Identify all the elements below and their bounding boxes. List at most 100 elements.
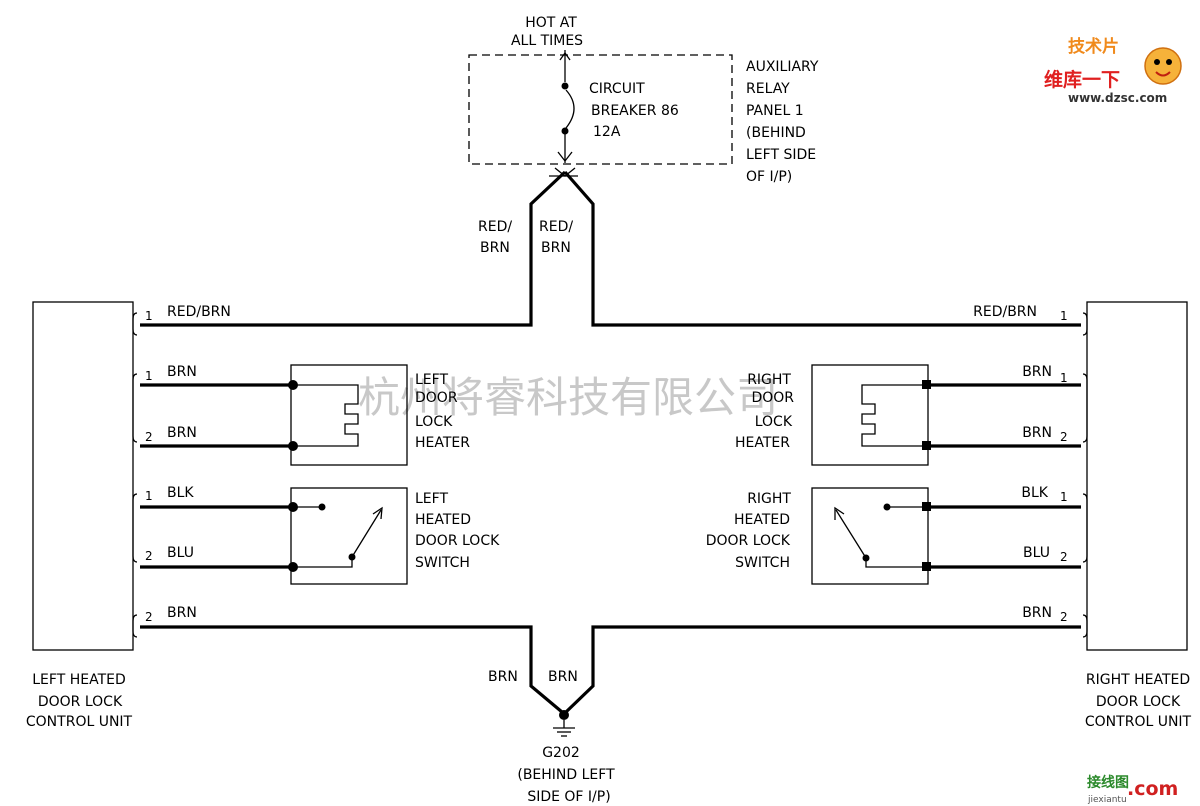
right-wire-label-5: BLU: [1023, 545, 1050, 561]
left-wire-label-3: BRN: [167, 425, 197, 441]
mascot-eye-right-icon: [1166, 59, 1172, 65]
right-feed-label-1: RED/: [539, 219, 573, 235]
right-heater-label-3: LOCK: [755, 414, 793, 430]
right-heater-label-1: RIGHT: [747, 372, 791, 388]
right-wire-label-4: BLK: [1021, 485, 1048, 501]
panel-label-4: (BEHIND: [746, 125, 806, 141]
footer-logo-cn: 接线图: [1087, 774, 1129, 791]
left-unit-label-1: LEFT HEATED: [32, 672, 126, 688]
right-connector-1: [1082, 312, 1088, 336]
right-unit-box: [1086, 301, 1188, 651]
hot-at-label: HOT AT: [525, 15, 577, 31]
right-switch-label-4: SWITCH: [735, 555, 790, 571]
right-unit-label-3: CONTROL UNIT: [1085, 714, 1192, 730]
ground-wire-label-right: BRN: [548, 669, 578, 685]
left-unit-box: [32, 301, 134, 651]
left-connector-1: [132, 312, 138, 336]
left-unit-label-2: DOOR LOCK: [38, 694, 123, 710]
left-connector-2: [132, 373, 138, 443]
left-switch-box: [290, 487, 408, 585]
breaker-terminal-bottom: [561, 127, 569, 135]
left-switch-label-2: HEATED: [415, 512, 471, 528]
right-switch-lead-2: [865, 558, 927, 568]
left-connector-3: [132, 493, 138, 563]
ground-wire-label-left: BRN: [488, 669, 518, 685]
left-heater-box: [290, 364, 408, 466]
right-heated-door-lock-switch: RIGHT HEATED DOOR LOCK SWITCH: [706, 487, 931, 585]
right-switch-contact: [883, 503, 891, 511]
left-switch-blade-icon: [351, 509, 382, 558]
panel-dashed-box: [468, 54, 733, 165]
right-switch-arrow-icon: [834, 506, 845, 520]
left-pin-3: 2: [145, 430, 153, 444]
left-feed-wire: [140, 170, 567, 327]
right-pin-1: 1: [1060, 309, 1068, 323]
right-pin-5: 2: [1060, 550, 1068, 564]
logo-middle-text: 维库一下: [1044, 68, 1120, 91]
right-switch-label-1: RIGHT: [747, 491, 791, 507]
top-arrow-icon: [559, 51, 571, 61]
ground-location-2: SIDE OF I/P): [527, 789, 610, 805]
left-connector-4: [132, 614, 138, 638]
all-times-label: ALL TIMES: [511, 33, 583, 49]
mascot-mouth-icon: [1155, 71, 1171, 77]
breaker-label-1: CIRCUIT: [589, 81, 645, 97]
power-feed-wires: RED/ BRN RED/ BRN: [140, 167, 1081, 327]
right-door-lock-heater: RIGHT DOOR LOCK HEATER: [735, 364, 931, 466]
left-heater-label-3: LOCK: [415, 414, 453, 430]
ground-terminal: [559, 710, 569, 720]
panel-label-1: AUXILIARY: [746, 59, 819, 75]
left-wires: [140, 383, 564, 714]
mascot-icon: [1144, 47, 1182, 85]
right-switch-label-3: DOOR LOCK: [706, 533, 791, 549]
left-switch-label-1: LEFT: [415, 491, 448, 507]
left-ground-wire: [140, 625, 564, 714]
left-heater-label-4: HEATER: [415, 435, 470, 451]
right-wire-label-2: BRN: [1022, 364, 1052, 380]
right-feed-label-2: BRN: [541, 240, 571, 256]
left-wire-label-1: RED/BRN: [167, 304, 231, 320]
ground-name: G202: [542, 745, 580, 761]
left-pin-1: 1: [145, 309, 153, 323]
dzsc-logo: 技术片 维库一下 www.dzsc.com: [1044, 36, 1182, 105]
left-pin-5: 2: [145, 549, 153, 563]
right-heater-box: [811, 364, 929, 466]
breaker-label-3: 12A: [593, 124, 621, 140]
right-heater-label-4: HEATER: [735, 435, 790, 451]
panel-label-6: OF I/P): [746, 169, 792, 185]
left-pin-4: 1: [145, 489, 153, 503]
circuit-breaker-icon: [565, 89, 575, 129]
right-unit-label-1: RIGHT HEATED: [1086, 672, 1190, 688]
left-wire-label-6: BRN: [167, 605, 197, 621]
panel-label-5: LEFT SIDE: [746, 147, 816, 163]
left-control-unit: LEFT HEATED DOOR LOCK CONTROL UNIT 1 1 2…: [26, 301, 231, 730]
right-wire-label-1: RED/BRN: [973, 304, 1037, 320]
right-switch-blade-icon: [835, 509, 867, 559]
left-wire-label-5: BLU: [167, 545, 194, 561]
left-wire-label-4: BLK: [167, 485, 194, 501]
right-heater-element-icon: [861, 384, 927, 447]
left-heater-element-icon: [293, 384, 359, 447]
right-control-unit: RIGHT HEATED DOOR LOCK CONTROL UNIT 1 1 …: [973, 301, 1192, 730]
left-wire-label-2: BRN: [167, 364, 197, 380]
right-switch-box: [811, 487, 929, 585]
left-unit-label-3: CONTROL UNIT: [26, 714, 133, 730]
breaker-label-2: BREAKER 86: [591, 103, 679, 119]
right-connector-4: [1082, 614, 1088, 638]
right-connector-2: [1082, 373, 1088, 443]
right-wire-label-3: BRN: [1022, 425, 1052, 441]
auxiliary-relay-panel: HOT AT ALL TIMES CIRCUIT BREAKER 86 12A …: [468, 15, 819, 185]
footer-logo-com: .com: [1127, 778, 1178, 800]
left-heater-label-1: LEFT: [415, 372, 448, 388]
left-heater-label-2: DOOR: [415, 390, 458, 406]
right-pin-2: 1: [1060, 371, 1068, 385]
breaker-terminal-top: [561, 82, 569, 90]
left-switch-arrow-icon: [372, 506, 383, 520]
right-wires: [564, 383, 1081, 714]
right-ground-wire: [564, 625, 1081, 714]
right-feed-wire: [563, 170, 1081, 327]
panel-label-3: PANEL 1: [746, 103, 804, 119]
left-pin-6: 2: [145, 610, 153, 624]
jiexiantu-logo: 接线图 .com jiexiantu: [1087, 774, 1178, 805]
